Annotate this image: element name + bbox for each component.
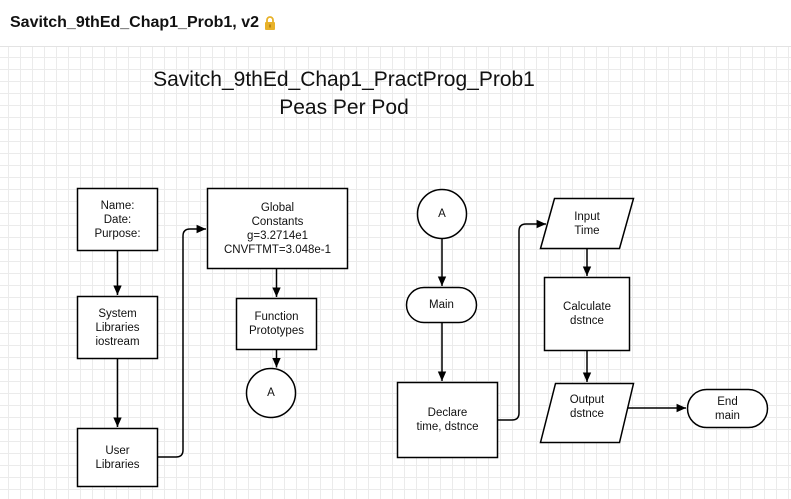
name-date-purpose-label: Name: Date: Purpose:	[94, 199, 141, 240]
declare-box[interactable]	[396, 381, 499, 459]
user-libraries-box[interactable]	[76, 427, 159, 488]
main-label: Main	[429, 299, 454, 311]
end-main-label: End main	[715, 395, 740, 422]
end-main-terminator[interactable]	[686, 388, 769, 429]
connector-a-left-circle[interactable]	[245, 367, 297, 419]
name-date-purpose-box[interactable]	[76, 187, 159, 252]
diagram-canvas[interactable]	[0, 47, 791, 499]
output-parallelogram[interactable]	[539, 382, 635, 444]
diagram-subtitle[interactable]: Peas Per Pod	[279, 96, 409, 119]
global-constants-box[interactable]	[206, 187, 349, 270]
system-libraries-label: System Libraries iostream	[95, 307, 140, 348]
global-constants-label: Global Constants g=3.2714e1 CNVFTMT=3.04…	[223, 201, 332, 256]
function-prototypes-label: Function Prototypes	[249, 311, 304, 337]
input-parallelogram[interactable]	[539, 197, 635, 250]
function-prototypes-box[interactable]	[235, 297, 318, 351]
lock-icon[interactable]	[264, 16, 276, 30]
output-label: Output dstnce	[569, 394, 605, 420]
edge-declare-to-input	[497, 219, 546, 421]
input-label: Input Time	[574, 210, 600, 237]
user-libraries-label: User Libraries	[95, 444, 140, 471]
document-header: Savitch_9thEd_Chap1_Prob1, v2	[0, 0, 791, 47]
calculate-box[interactable]	[543, 276, 631, 352]
edge-user-to-global	[157, 224, 206, 458]
calculate-label: Calculate dstnce	[563, 301, 611, 327]
declare-label: Declare time, dstnce	[416, 407, 479, 433]
diagram-title[interactable]: Savitch_9thEd_Chap1_PractProg_Prob1	[153, 68, 535, 91]
connector-a-right-label: A	[438, 208, 446, 220]
connector-a-left-label: A	[267, 387, 275, 399]
system-libraries-box[interactable]	[76, 295, 159, 360]
document-title[interactable]: Savitch_9thEd_Chap1_Prob1, v2	[10, 14, 259, 31]
